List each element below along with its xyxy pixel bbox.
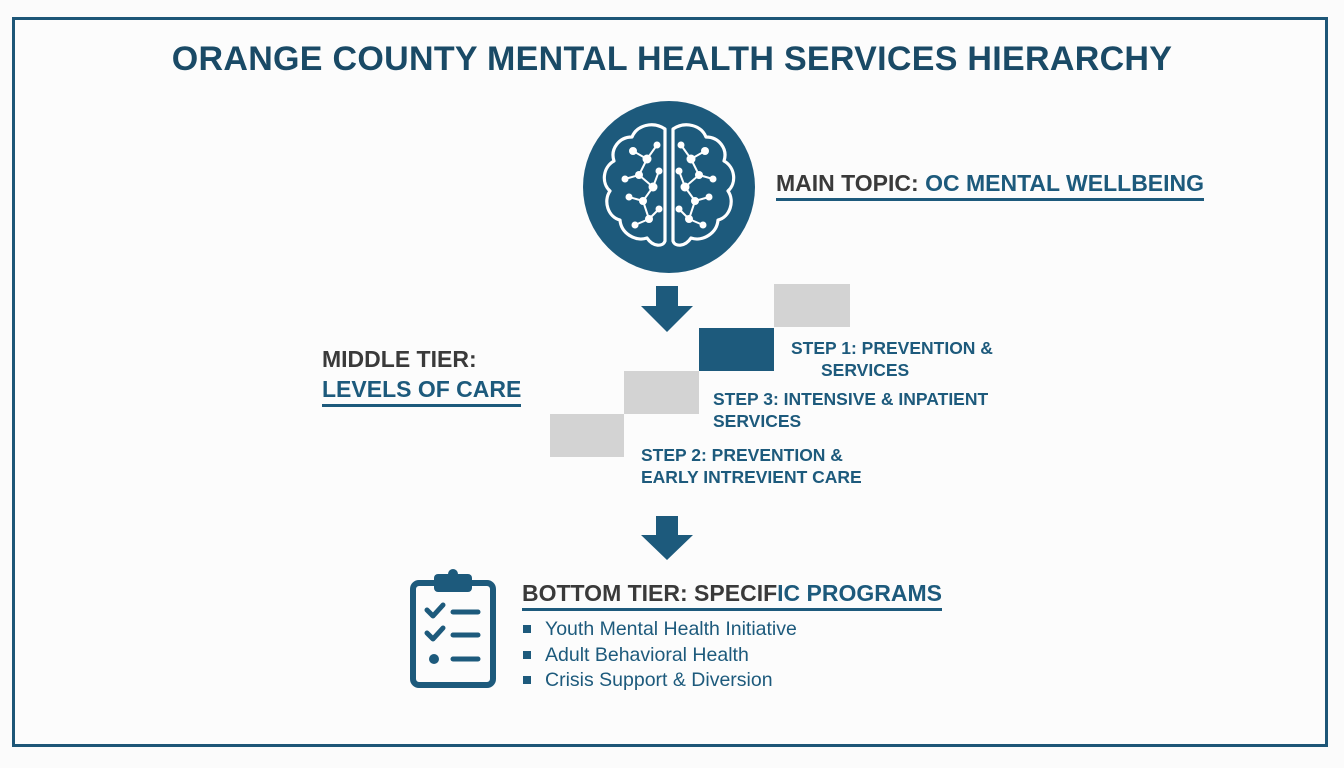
programs-list: Youth Mental Health Initiative Adult Beh… bbox=[522, 617, 797, 694]
arrow-down-icon bbox=[641, 516, 693, 560]
program-label: Youth Mental Health Initiative bbox=[545, 618, 797, 640]
step-2-line1: STEP 2: PREVENTION & bbox=[641, 445, 843, 465]
main-topic-value: OC MENTAL WELLBEING bbox=[925, 170, 1205, 196]
bottom-tier-prefix: BOTTOM TIER: SPECIF bbox=[522, 580, 778, 606]
step-block-step3 bbox=[624, 371, 699, 414]
step-3-label: STEP 3: INTENSIVE & INPATIENT SERVICES bbox=[713, 388, 988, 432]
step-1-line2: SERVICES bbox=[821, 360, 910, 380]
step-1-label: STEP 1: PREVENTION & SERVICES bbox=[791, 337, 993, 381]
bottom-tier-label: BOTTOM TIER: SPECIFIC PROGRAMS bbox=[522, 580, 942, 611]
list-item: Adult Behavioral Health bbox=[522, 643, 797, 669]
main-topic-prefix: MAIN TOPIC: bbox=[776, 170, 926, 196]
bullet-square-icon bbox=[523, 625, 531, 633]
step-3-line2: SERVICES bbox=[713, 411, 802, 431]
step-2-line2: EARLY INTREVIENT CARE bbox=[641, 467, 862, 487]
step-2-label: STEP 2: PREVENTION & EARLY INTREVIENT CA… bbox=[641, 444, 862, 488]
step-1-line1: STEP 1: PREVENTION & bbox=[791, 338, 993, 358]
program-label: Adult Behavioral Health bbox=[545, 643, 749, 666]
bullet-square-icon bbox=[523, 650, 531, 659]
list-item: Youth Mental Health Initiative bbox=[522, 617, 797, 643]
list-item: Crisis Support & Diversion bbox=[522, 668, 797, 694]
middle-tier-line1: MIDDLE TIER: bbox=[322, 346, 477, 372]
middle-tier-line2: LEVELS OF CARE bbox=[322, 374, 522, 407]
bullet-square-icon bbox=[523, 676, 531, 684]
program-label: Crisis Support & Diversion bbox=[545, 669, 773, 691]
brain-network-icon bbox=[583, 101, 755, 273]
step-3-line1: STEP 3: INTENSIVE & INPATIENT bbox=[713, 389, 989, 409]
clipboard-checklist-icon bbox=[410, 569, 496, 688]
step-block-top bbox=[774, 284, 850, 327]
middle-tier-label: MIDDLE TIER: LEVELS OF CARE bbox=[322, 344, 522, 407]
page-title: ORANGE COUNTY MENTAL HEALTH SERVICES HIE… bbox=[171, 40, 1173, 78]
main-topic-label: MAIN TOPIC: OC MENTAL WELLBEING bbox=[776, 170, 1205, 201]
arrow-down-icon bbox=[641, 286, 693, 332]
step-block-step1 bbox=[699, 328, 774, 371]
step-block-step2 bbox=[550, 414, 624, 457]
bottom-tier-accent: IC PROGRAMS bbox=[777, 580, 942, 606]
